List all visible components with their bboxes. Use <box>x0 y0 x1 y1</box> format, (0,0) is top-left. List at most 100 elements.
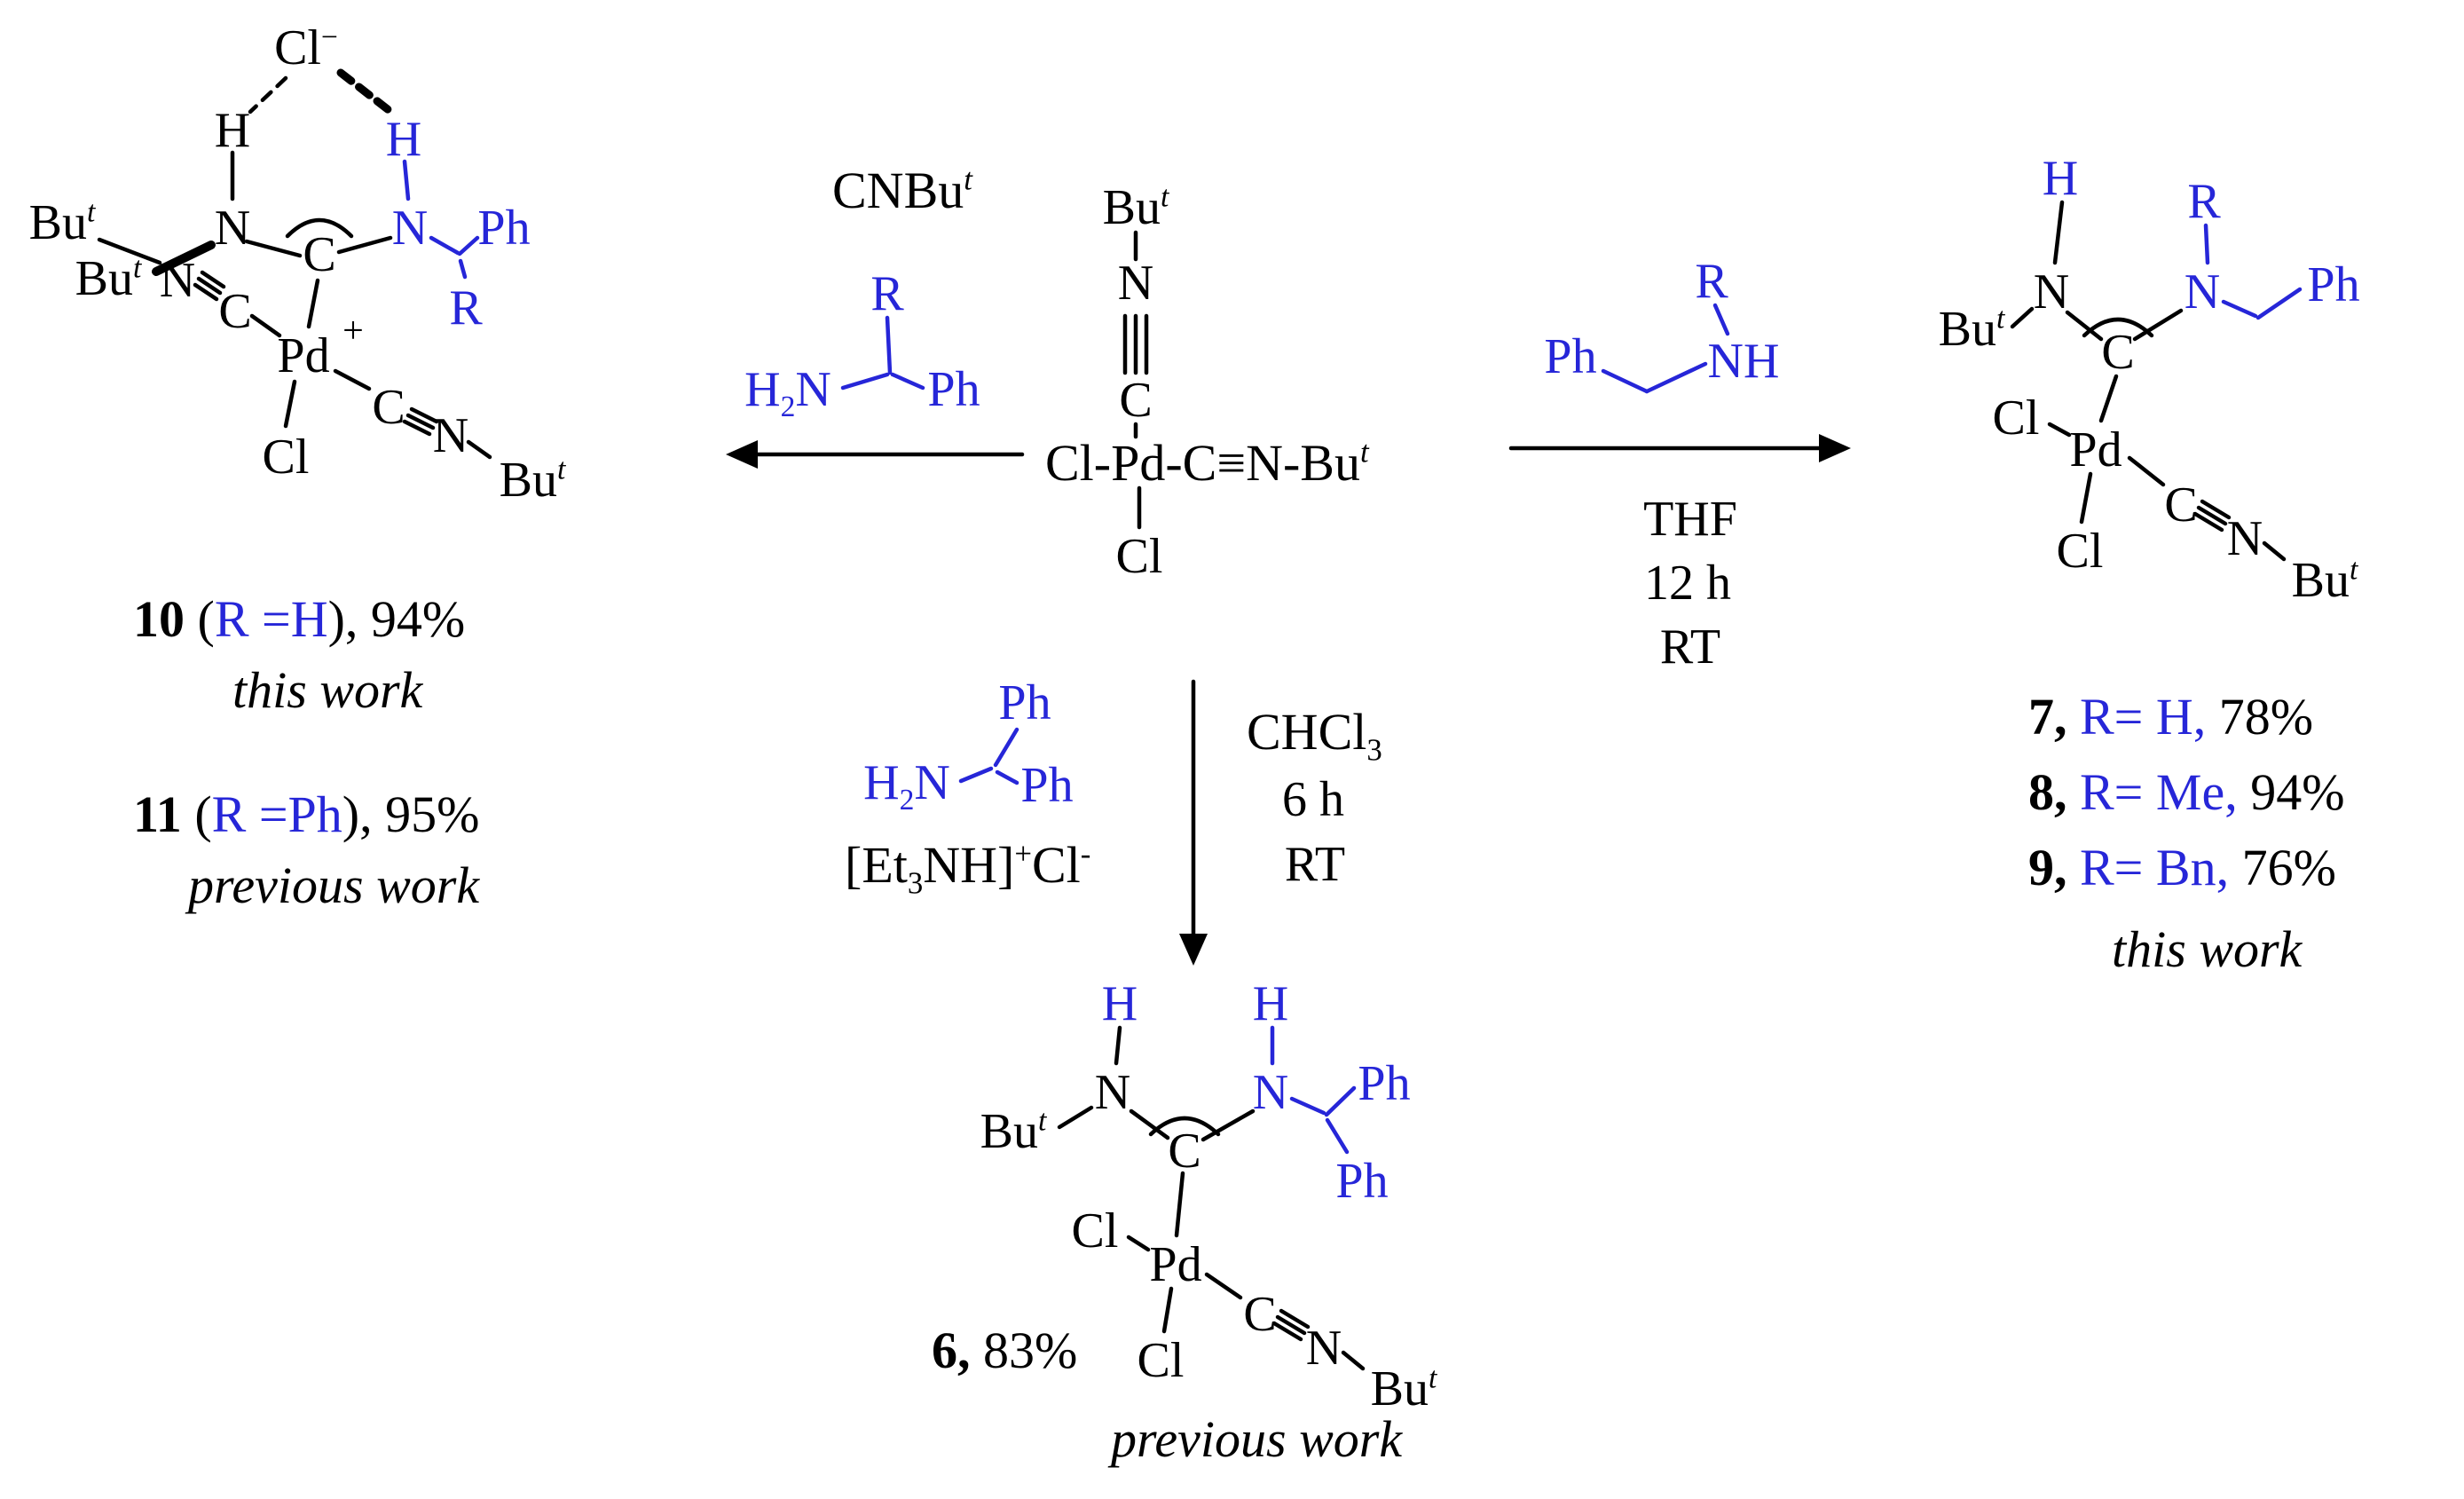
triple-bond-line <box>2196 505 2228 526</box>
down-reagent-ph-right: Ph <box>1020 758 1074 813</box>
rp-n-amino1: N <box>2033 264 2070 320</box>
bond <box>1174 1171 1185 1238</box>
bond <box>2262 540 2287 562</box>
product-11-label: 11 (R =Ph), 95% <box>133 785 480 843</box>
lp-ph: Ph <box>477 201 531 256</box>
arrow-head <box>1179 934 1208 966</box>
previous-work-note-bottom: previous work <box>1111 1410 1403 1468</box>
bond <box>458 258 468 280</box>
bond <box>244 239 303 258</box>
central-cl-bottom: Cl <box>1115 529 1163 584</box>
rt-label-down: RT <box>1284 837 1346 892</box>
bottom-product-bonds <box>1057 1025 1366 1371</box>
lp-positive-charge: + <box>342 311 364 351</box>
central-n-atom: N <box>1117 256 1154 311</box>
bond <box>995 769 1019 785</box>
bond <box>306 278 320 329</box>
ammonium-salt-label: [Et3NH]+Cl- <box>845 836 1091 901</box>
bond <box>1161 1286 1174 1334</box>
bp-tbu2-label: But <box>1370 1361 1437 1416</box>
thf-solvent-label: THF <box>1643 492 1737 547</box>
down-reagent-h2n: H2N <box>863 755 950 817</box>
bond <box>885 315 893 375</box>
triple-bond-line <box>1279 1308 1311 1329</box>
bond-wedge <box>152 241 216 276</box>
bond <box>2203 223 2210 265</box>
bp-ph1: Ph <box>1358 1056 1411 1111</box>
bond <box>1204 1272 1243 1300</box>
lp-n-isocyanide2: N <box>432 408 469 463</box>
bond <box>1129 1108 1170 1140</box>
bond <box>97 237 162 265</box>
bond <box>2047 422 2072 438</box>
triple-bond-line <box>200 270 226 289</box>
bp-cl-left: Cl <box>1071 1203 1119 1258</box>
bond <box>1341 1350 1366 1371</box>
lp-tbu3-label: But <box>499 453 566 508</box>
carbene-arc <box>1148 1116 1221 1137</box>
bp-n-amino1: N <box>1094 1065 1131 1120</box>
bond <box>457 235 480 256</box>
bond <box>2079 471 2093 525</box>
bond <box>2255 287 2303 320</box>
lp-c-isocyanide2: C <box>372 380 405 435</box>
product-10-label: 10 (R =H), 94% <box>133 590 466 648</box>
bond <box>1114 1025 1122 1066</box>
bp-n-isocyanide: N <box>1305 1321 1342 1376</box>
right-reagent-bonds <box>1601 303 1730 394</box>
carbene-arc <box>285 217 354 239</box>
rp-n-amino2: N <box>2184 264 2221 320</box>
bond <box>402 159 411 201</box>
rp-h: H <box>2042 151 2079 206</box>
lp-tbu2-label: But <box>75 251 142 306</box>
left-arrow <box>726 440 1025 469</box>
right-reagent-r: R <box>1695 254 1728 309</box>
bond <box>1325 1117 1350 1155</box>
right-product-bonds <box>2010 200 2303 562</box>
left-reagent-h2n: H2N <box>744 362 831 424</box>
rp-tbu1-label: But <box>1938 302 2005 357</box>
bond <box>2221 299 2258 319</box>
chcl3-solvent-label: CHCl3 <box>1247 703 1382 768</box>
arrow-head <box>726 440 758 469</box>
bp-tbu1-label: But <box>980 1104 1047 1159</box>
triple-bond-line <box>196 276 223 296</box>
lp-chloride-counterion: Cl− <box>274 20 338 75</box>
bond <box>429 235 461 256</box>
rp-ph: Ph <box>2307 257 2360 312</box>
lp-c-isocyanide: C <box>218 284 252 339</box>
bp-n-amino2: N <box>1252 1065 1289 1120</box>
triple-bond-line <box>409 406 439 424</box>
bond <box>1057 1105 1094 1130</box>
bond <box>1324 1085 1357 1117</box>
bp-cl-bottom: Cl <box>1137 1333 1185 1388</box>
triple-bond-line <box>2200 499 2232 520</box>
down-arrow <box>1179 679 1208 966</box>
down-reagent-bonds <box>958 727 1019 785</box>
rp-cl-left: Cl <box>1992 391 2040 446</box>
bond <box>890 372 925 391</box>
hydrogen-bond-dash <box>248 75 288 114</box>
product-7-label: 7, R= H, 78% <box>2028 688 2314 746</box>
product-9-label: 9, R= Bn, 76% <box>2028 839 2336 896</box>
triple-bond-line <box>402 419 432 437</box>
lp-h-amino2: H <box>385 112 422 167</box>
bond <box>1289 1096 1326 1116</box>
this-work-note-left: this work <box>232 661 423 719</box>
arrow-head <box>1819 434 1851 462</box>
right-reagent-nh: NH <box>1707 334 1780 389</box>
rp-c-carbene: C <box>2101 325 2135 380</box>
lp-cl-bottom: Cl <box>262 430 310 485</box>
rt-label-right: RT <box>1659 619 1721 675</box>
bond <box>1601 368 1649 394</box>
bond <box>2065 310 2104 342</box>
lp-n-amino1: N <box>214 201 251 256</box>
bp-ph2: Ph <box>1335 1154 1389 1209</box>
rp-r: R <box>2187 174 2221 229</box>
bond <box>840 372 890 391</box>
bp-c-isocyanide: C <box>1243 1287 1277 1342</box>
left-reagent-ph: Ph <box>927 362 980 417</box>
triple-bond-line <box>405 413 436 430</box>
rp-c-isocyanide: C <box>2164 477 2198 533</box>
